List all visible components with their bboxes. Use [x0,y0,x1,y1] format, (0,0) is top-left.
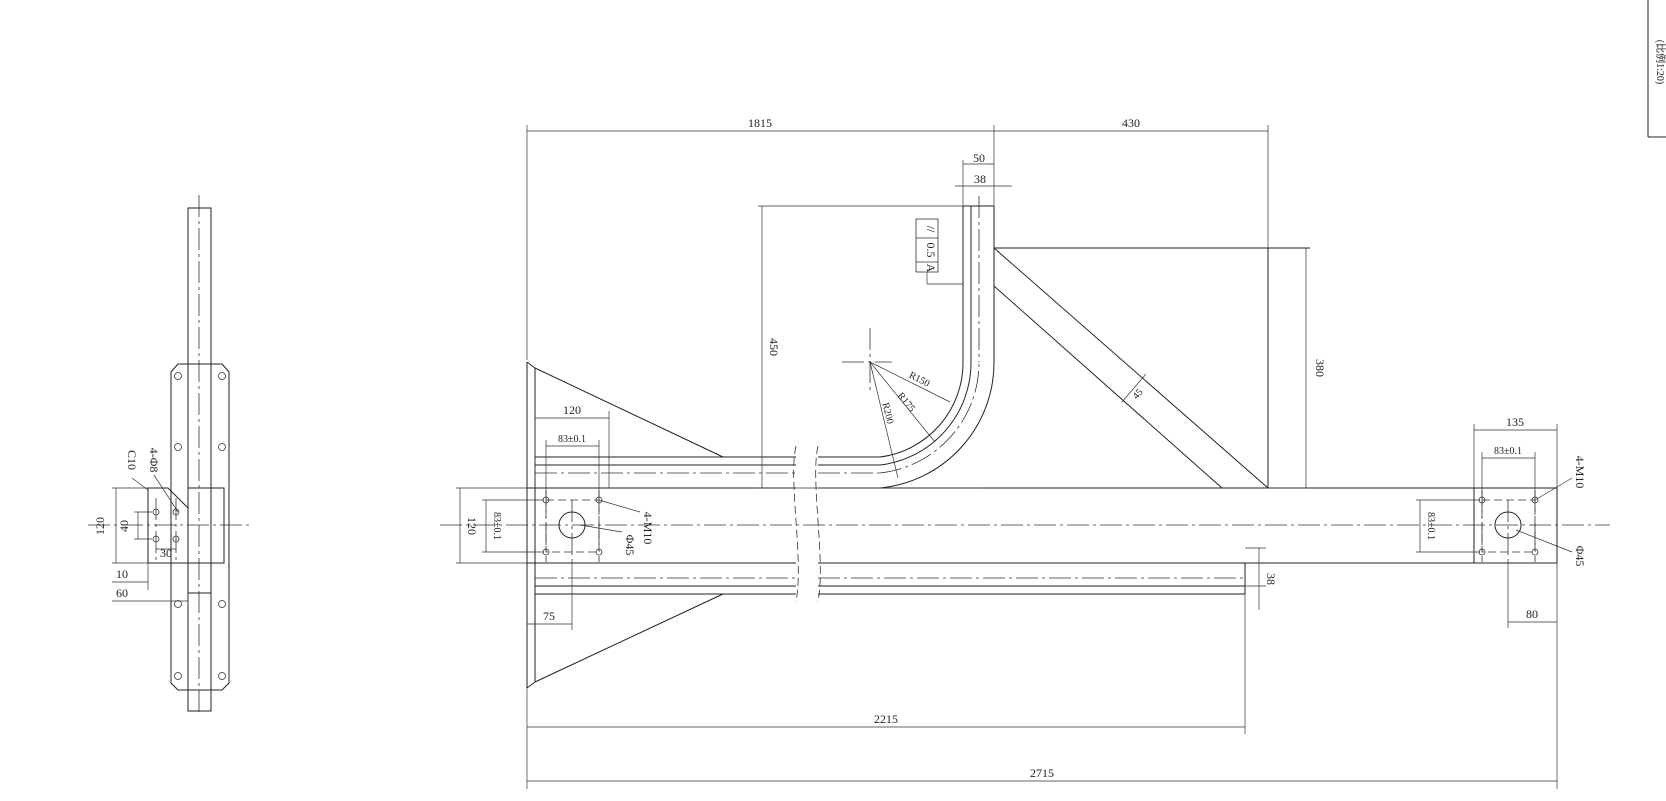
dim-80: 80 [1526,607,1538,621]
dim-50: 50 [973,151,985,165]
tolerance-datum: A [924,264,938,273]
side-dim-10: 10 [116,567,128,581]
side-dim-40: 40 [117,520,131,532]
dim-83-right-side: 83±0.1 [1425,512,1436,540]
dim-83-left-top: 83±0.1 [558,434,586,445]
title-block-text: (比例1:20) [1654,40,1666,84]
side-dim-120: 120 [93,517,107,535]
holes-left-label: 4-M10 [641,512,655,545]
tolerance-frame: // 0.5 A [915,218,963,285]
dim-430: 430 [1122,116,1140,130]
dim-83-left-side: 83±0.1 [491,512,502,540]
dim-r175: R175 [895,391,917,415]
side-label-c10: C10 [125,450,139,470]
dim-38-right: 38 [1264,573,1278,585]
dim-120-height: 120 [465,517,479,535]
main-view: R150 R175 R200 45 [440,116,1610,789]
title-block: (比例1:20) [1647,0,1666,138]
tolerance-value: 0.5 [924,243,938,258]
side-label-holes: 4-Φ8 [147,448,161,473]
side-dim-60: 60 [116,586,128,600]
side-view: 120 40 30 10 60 C10 4-Φ8 [88,195,250,712]
dia45-right-label: Φ45 [1573,546,1587,567]
dim-r200: R200 [879,402,895,426]
dim-450: 450 [767,338,781,356]
side-dim-30: 30 [160,546,172,560]
dia45-left-label: Φ45 [623,535,637,556]
dim-83-right-top: 83±0.1 [1494,446,1522,457]
dim-75: 75 [543,609,555,623]
dim-135: 135 [1506,415,1524,429]
tolerance-symbol: // [924,226,938,233]
dim-380: 380 [1313,359,1327,377]
dim-2715: 2715 [1030,766,1054,780]
dim-120-left: 120 [563,403,581,417]
dim-2215: 2215 [874,712,898,726]
dim-38-top: 38 [974,172,986,186]
holes-right-label: 4-M10 [1573,456,1587,489]
dim-1815: 1815 [748,116,772,130]
